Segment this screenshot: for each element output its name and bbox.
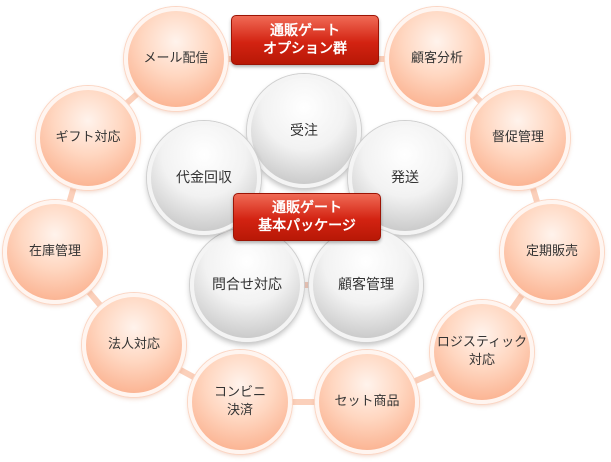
option-node-gift: ギフト対応 (36, 86, 140, 190)
option-node-corporate: 法人対応 (82, 293, 186, 397)
base-node-order: 受注 (247, 74, 361, 188)
option-node-inventory: 在庫管理 (3, 200, 107, 304)
base-package-title: 通販ゲート 基本パッケージ (233, 193, 381, 241)
option-node-logistics: ロジスティック 対応 (430, 300, 534, 404)
option-node-dunning: 督促管理 (466, 86, 570, 190)
base-node-inquiry: 問合せ対応 (190, 228, 304, 342)
option-group-title: 通販ゲート オプション群 (231, 15, 379, 65)
option-node-mail: メール配信 (124, 7, 228, 111)
option-node-convenience-payment: コンビニ 決済 (188, 350, 292, 454)
option-node-set-product: セット商品 (315, 350, 419, 454)
option-node-subscription: 定期販売 (500, 200, 604, 304)
option-node-customer-analysis: 顧客分析 (385, 7, 489, 111)
base-node-customer-management: 顧客管理 (309, 228, 423, 342)
